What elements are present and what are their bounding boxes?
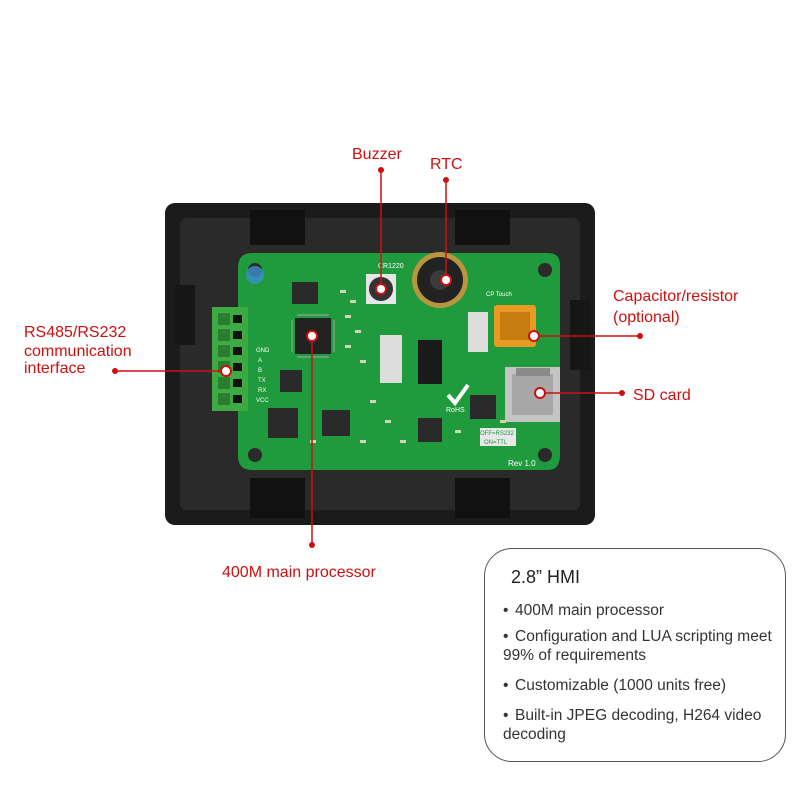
rs485-marker <box>220 365 232 377</box>
processor-marker <box>306 330 318 342</box>
rtc-label: RTC <box>430 156 463 173</box>
rs485-label-line3: interface <box>24 360 86 377</box>
capacitor-label-line2: (optional) <box>613 309 680 326</box>
spec-card-title: 2.8” HMI <box>511 567 581 587</box>
feature-text: Configuration and LUA scripting meet 99%… <box>503 628 772 664</box>
feature-item: •Configuration and LUA scripting meet 99… <box>503 627 779 665</box>
touch-label: CP Touch <box>486 292 512 298</box>
bullet-icon: • <box>503 707 509 724</box>
feature-item: •Built-in JPEG decoding, H264 video deco… <box>503 706 779 744</box>
rev-label: Rev 1.0 <box>508 459 536 468</box>
processor-label: 400M main processor <box>222 564 376 581</box>
feature-text: Built-in JPEG decoding, H264 video decod… <box>503 707 762 743</box>
switch-label-top: OFF=RS232 <box>480 431 515 437</box>
feature-item: • 400M main processor <box>503 601 779 620</box>
feature-item: • Customizable (1000 units free) <box>503 676 779 695</box>
pin-label: GND <box>256 348 270 354</box>
bullet-icon: • <box>503 677 509 694</box>
buzzer-label: Buzzer <box>352 146 402 163</box>
rohs-label: RoHS <box>446 407 465 414</box>
rohs-check-icon <box>446 383 470 407</box>
feature-text: Customizable (1000 units free) <box>515 677 727 694</box>
rtc-marker <box>440 274 452 286</box>
capacitor-label-line1: Capacitor/resistor <box>613 288 739 305</box>
logo-icon <box>246 266 264 284</box>
spec-card: 2.8” HMI •400M main processor •Configura… <box>484 548 786 762</box>
pin-label: A <box>258 358 262 364</box>
feature-text: 400M main processor <box>515 602 665 619</box>
bullet-icon: • <box>503 602 509 619</box>
rs485-label-line1: RS485/RS232 <box>24 324 127 341</box>
battery-label: CR1220 <box>378 263 404 270</box>
sd-card-label: SD card <box>633 387 691 404</box>
bullet-icon: • <box>503 628 509 645</box>
rs485-label-line2: communication <box>24 343 132 360</box>
capacitor-marker <box>528 330 540 342</box>
pin-label: VCC <box>256 398 269 404</box>
buzzer-marker <box>375 283 387 295</box>
sd-card-marker <box>534 387 546 399</box>
pin-label: B <box>258 368 262 374</box>
switch-label-bottom: ON=TTL <box>484 440 508 446</box>
pin-label: TX <box>258 378 266 384</box>
pin-label: RX <box>258 388 266 394</box>
